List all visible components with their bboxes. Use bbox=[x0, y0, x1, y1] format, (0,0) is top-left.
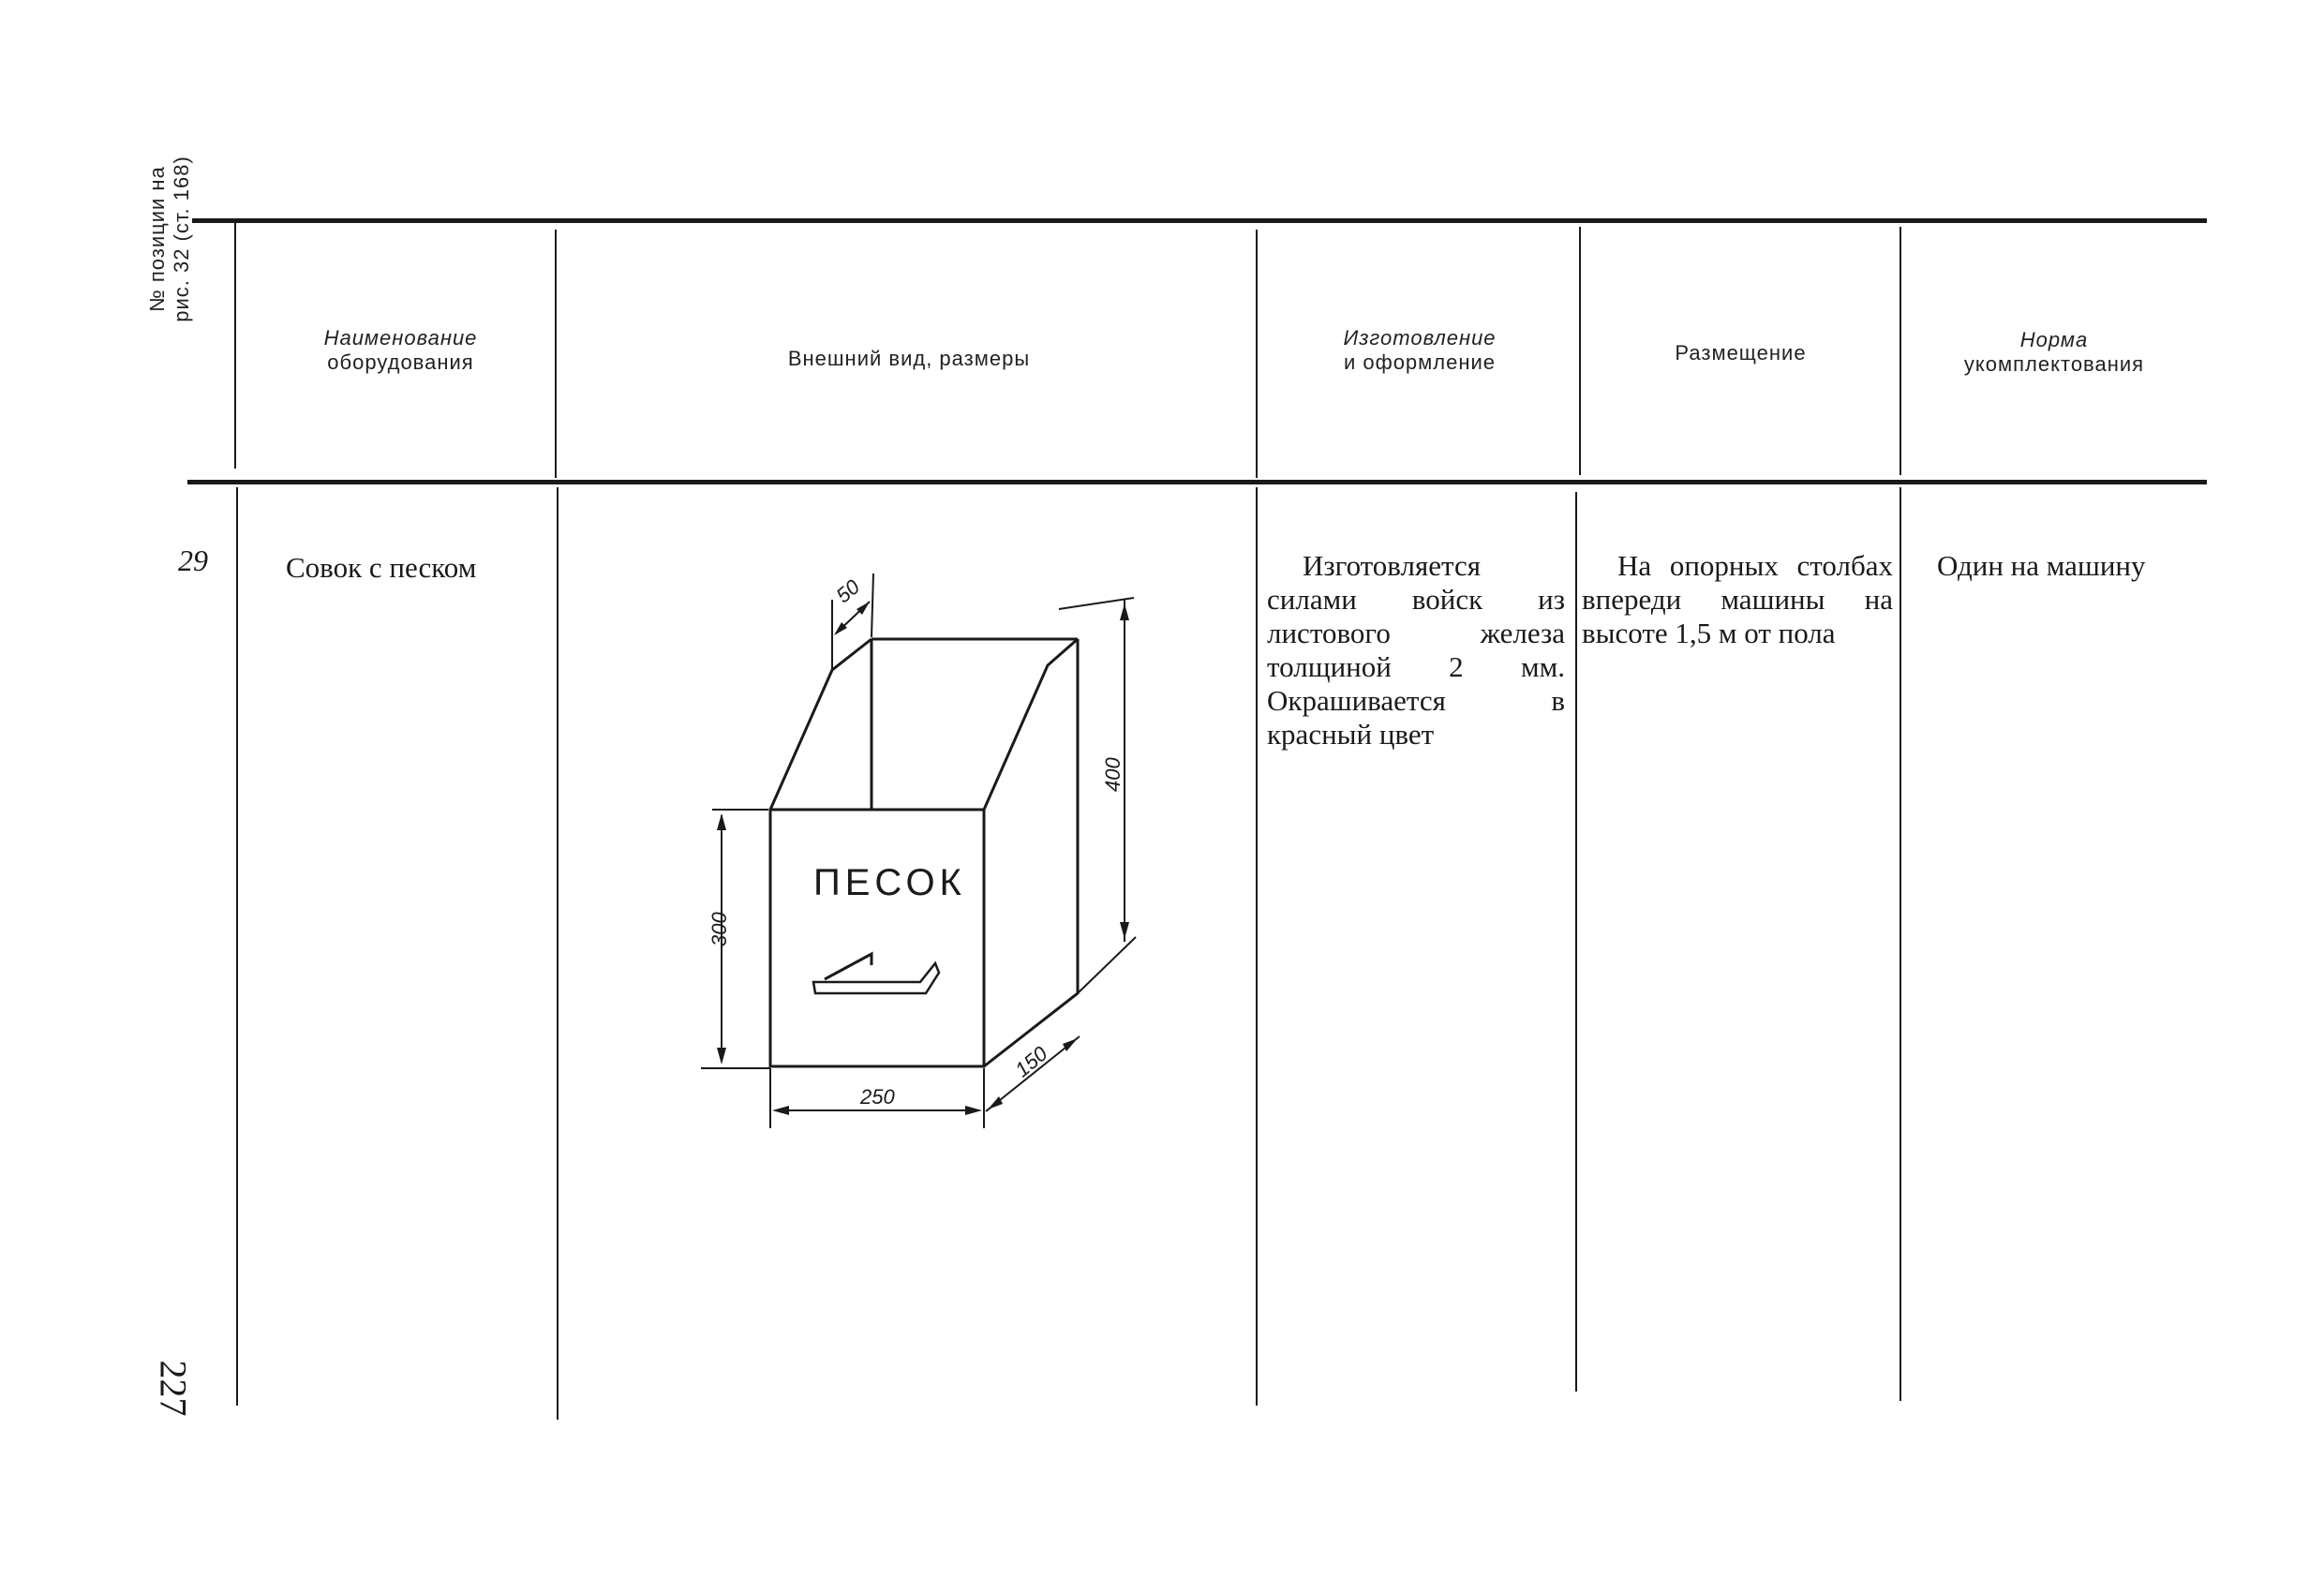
column-divider bbox=[555, 230, 557, 478]
header-position-line1: № позиции на bbox=[145, 166, 169, 312]
header-manufacture-line2: и оформление bbox=[1343, 350, 1497, 374]
column-divider bbox=[234, 221, 236, 469]
header-manufacture-line1: Изготовление bbox=[1343, 326, 1497, 350]
row-number: 29 bbox=[178, 543, 208, 577]
dim-250: 250 bbox=[859, 1085, 895, 1109]
placement-text: На опорных столбах впереди машины на выс… bbox=[1582, 549, 1893, 649]
header-name-line2: оборудования bbox=[327, 350, 474, 374]
column-divider bbox=[236, 487, 238, 1406]
equipment-name: Совок с песком bbox=[286, 551, 477, 584]
header-placement: Размещение bbox=[1675, 341, 1807, 365]
manufacture-text: Изготовляется силами войск из листового … bbox=[1267, 549, 1565, 751]
column-divider bbox=[1256, 487, 1258, 1406]
header-appearance: Внешний вид, размеры bbox=[787, 347, 1031, 370]
header-equipment-name: Наименование оборудования bbox=[248, 326, 553, 375]
sand-box-svg: ПЕСОК 300 400 250 150 50 bbox=[701, 573, 1137, 1128]
header-bottom-rule bbox=[187, 480, 2207, 484]
column-divider bbox=[1256, 230, 1258, 478]
norm-text: Один на машину bbox=[1937, 549, 2146, 582]
sand-box-drawing: ПЕСОК 300 400 250 150 50 bbox=[675, 562, 1162, 1143]
column-divider bbox=[1899, 487, 1901, 1401]
table-top-rule bbox=[192, 218, 2207, 223]
dim-300: 300 bbox=[708, 912, 731, 946]
header-manufacture: Изготовление и оформление bbox=[1260, 326, 1579, 375]
header-name-line1: Наименование bbox=[323, 326, 478, 350]
dim-150: 150 bbox=[1010, 1041, 1052, 1081]
page-number: 227 bbox=[152, 1360, 195, 1417]
header-norm-line1: Норма bbox=[2019, 328, 2089, 351]
column-divider bbox=[1575, 492, 1577, 1392]
header-norm-line2: укомплектования bbox=[1963, 352, 2145, 376]
column-divider bbox=[557, 487, 559, 1420]
column-divider bbox=[1899, 227, 1901, 475]
dim-50: 50 bbox=[831, 574, 864, 607]
box-label: ПЕСОК bbox=[813, 862, 966, 903]
column-divider bbox=[1579, 227, 1581, 475]
dim-400: 400 bbox=[1101, 757, 1125, 792]
header-norm: Норма укомплектования bbox=[1904, 328, 2204, 377]
header-position-number: № позиции на рис. 32 (ст. 168) bbox=[145, 122, 198, 356]
header-position-line2: рис. 32 (ст. 168) bbox=[170, 156, 193, 322]
